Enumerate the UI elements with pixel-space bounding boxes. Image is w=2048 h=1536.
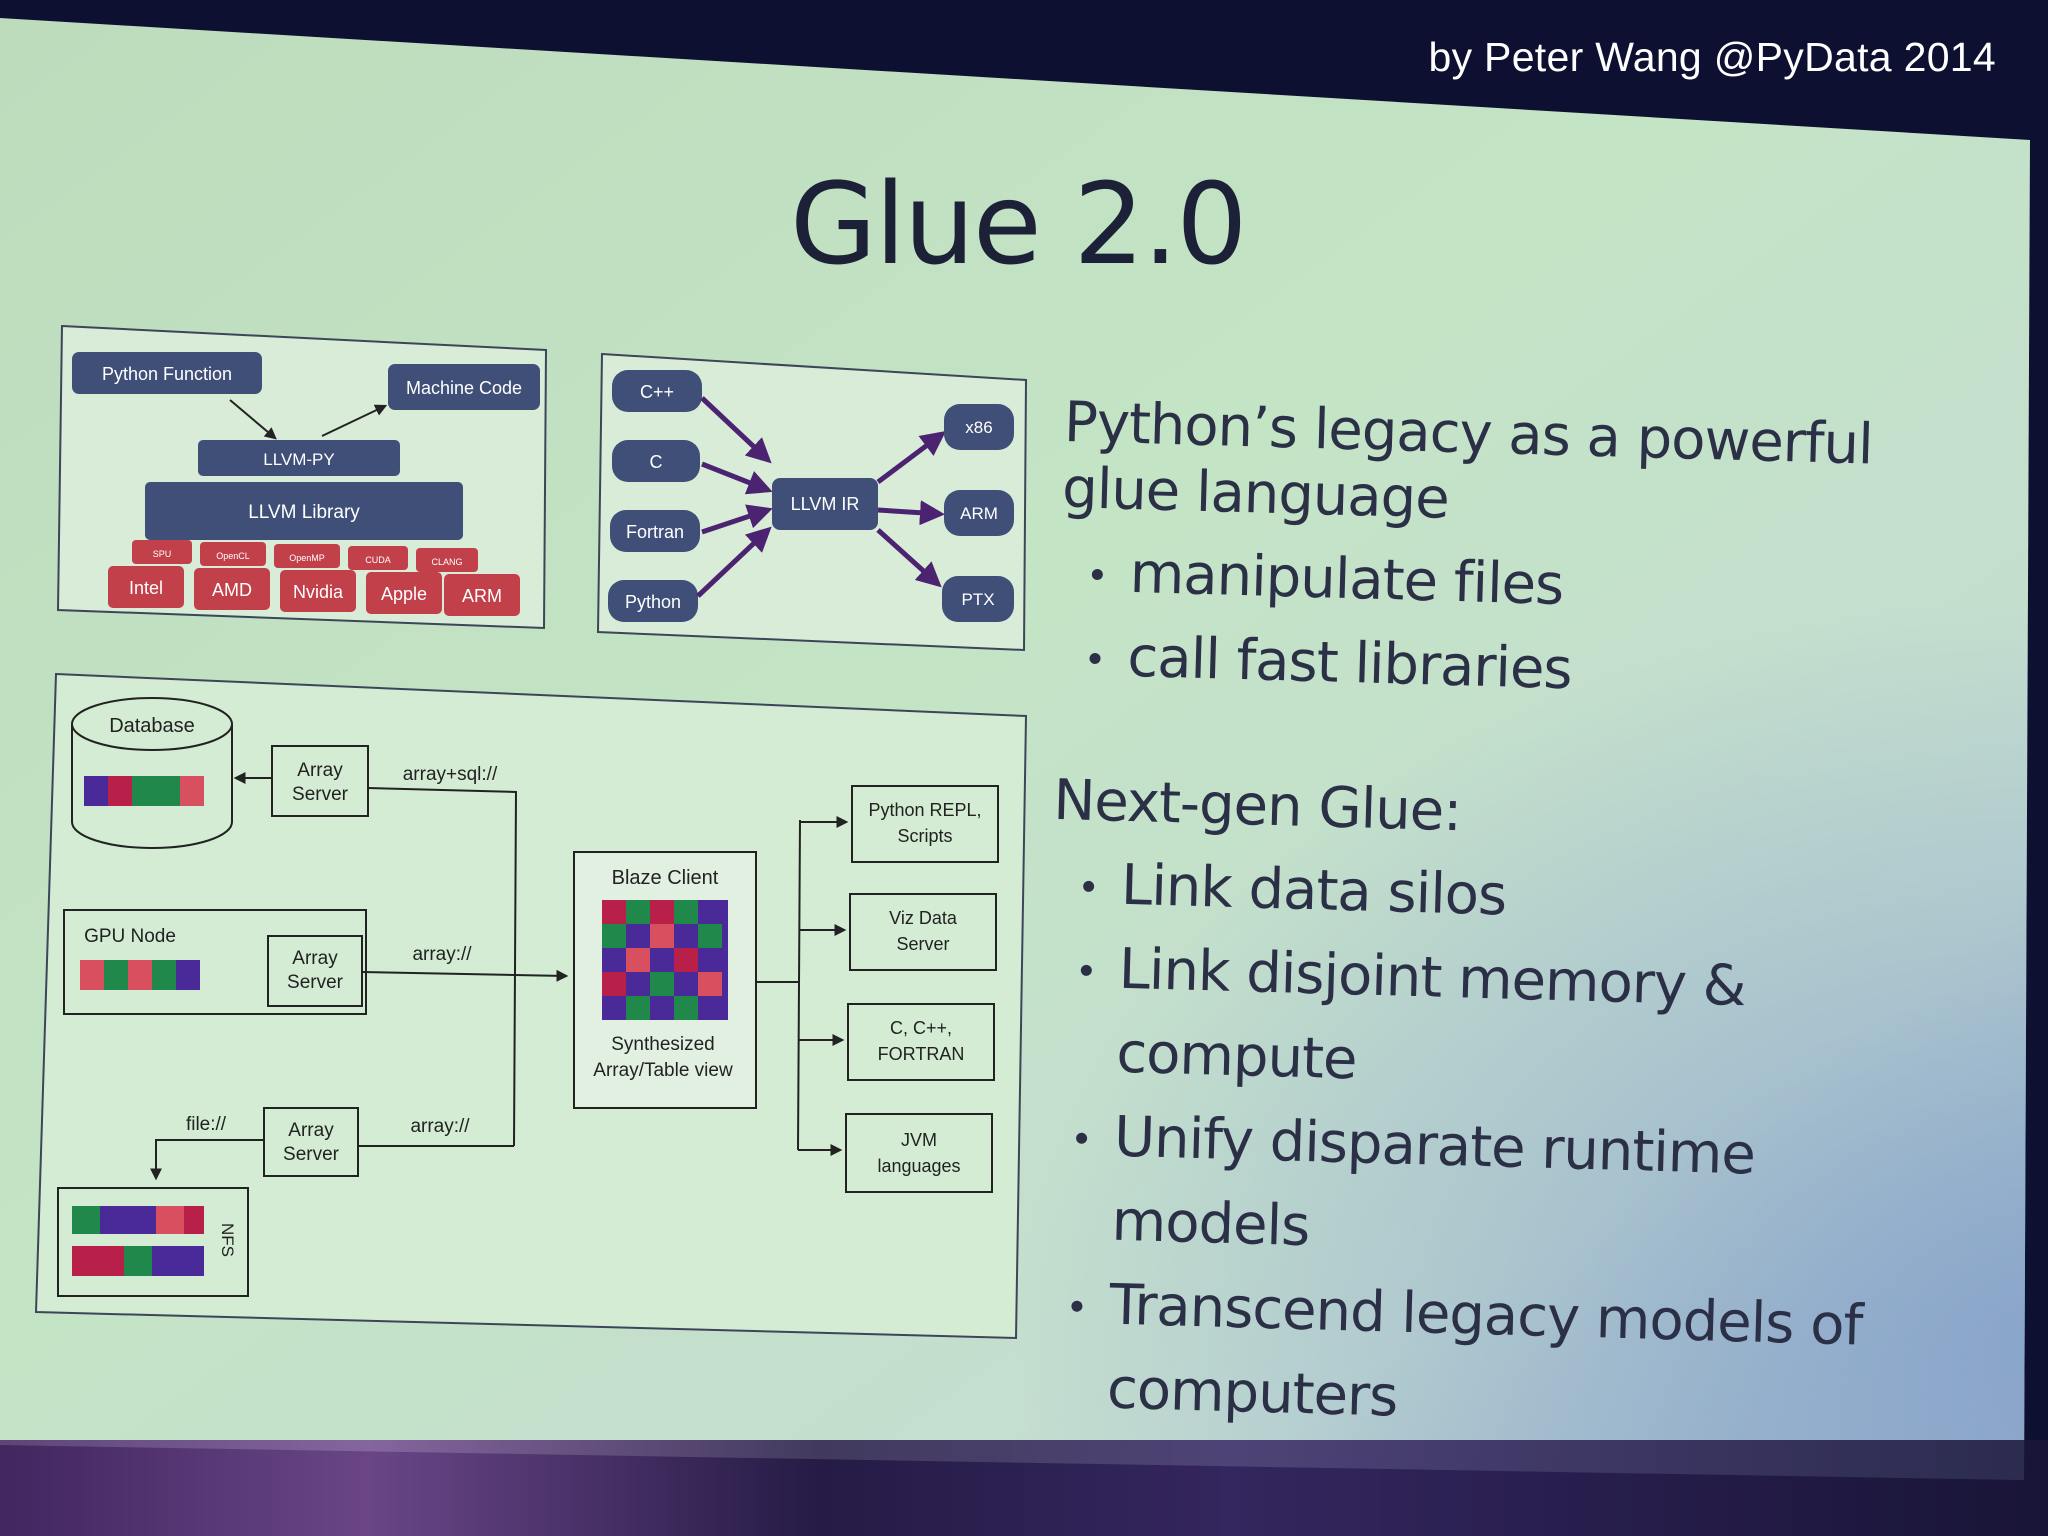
svg-text:CLANG: CLANG [431,557,462,567]
legacy-heading: Python’s legacy as a powerful glue langu… [1061,390,1874,532]
svg-text:Viz Data: Viz Data [889,908,958,928]
stage-lights [0,1440,2048,1536]
python-function-label: Python Function [102,364,232,384]
svg-text:Nvidia: Nvidia [293,582,344,602]
svg-text:Scripts: Scripts [897,826,952,846]
svg-text:x86: x86 [965,418,992,437]
llvm-ir-diagram: C++ C Fortran Python LLVM IR x86 ARM PTX [596,352,1028,652]
svg-text:Fortran: Fortran [626,522,684,542]
svg-text:array+sql://: array+sql:// [403,764,498,785]
llvm-py-box [198,440,400,476]
svg-text:LLVM IR: LLVM IR [791,494,860,514]
small-target-boxes: SPU OpenCL OpenMP CUDA CLANG [132,540,478,572]
database-label: Database [109,715,195,737]
llvm-py-label: LLVM-PY [263,450,335,469]
photo-credit: by Peter Wang @PyData 2014 [1428,34,1996,80]
synthesized-grid [602,900,728,1020]
llvm-library-box [145,482,463,540]
svg-text:PTX: PTX [961,590,994,609]
svg-text:array://: array:// [410,1116,470,1137]
svg-text:FORTRAN: FORTRAN [878,1044,965,1064]
svg-text:NFS: NFS [218,1223,237,1257]
bullet-item: Link disjoint memory & compute [1115,928,1949,1119]
python-function-box [72,352,262,394]
legacy-list: manipulate files call fast libraries [1056,530,1960,723]
llvm-ir-box [772,478,878,530]
svg-text:Blaze Client: Blaze Client [612,867,719,889]
svg-text:Server: Server [287,972,344,993]
svg-text:OpenMP: OpenMP [289,553,325,563]
svg-text:Server: Server [292,784,349,805]
blaze-diagram: Database Array Server array+sql:// GPU N… [34,672,1028,1340]
svg-text:ARM: ARM [960,504,998,523]
svg-text:Array/Table view: Array/Table view [593,1060,733,1081]
svg-text:SPU: SPU [153,549,172,559]
database-cylinder: Database [71,697,233,849]
svg-text:GPU Node: GPU Node [84,926,176,947]
svg-text:C, C++,: C, C++, [890,1018,952,1038]
llvm-library-label: LLVM Library [248,502,360,523]
svg-text:JVM: JVM [901,1130,937,1150]
svg-text:C: C [650,452,663,472]
svg-text:Python: Python [625,592,681,612]
bullet-item: Unify disparate runtime models [1111,1096,1945,1287]
nextgen-list: Link data silos Link disjoint memory & c… [1036,842,1952,1455]
svg-text:Array: Array [292,948,338,969]
svg-text:languages: languages [877,1156,960,1176]
svg-text:Array: Array [297,760,343,781]
machine-code-label: Machine Code [406,378,522,398]
svg-text:Array: Array [288,1120,334,1141]
svg-text:file://: file:// [186,1114,227,1135]
svg-text:C++: C++ [640,382,674,402]
svg-text:ARM: ARM [462,586,502,606]
svg-text:CUDA: CUDA [365,555,391,565]
svg-text:Server: Server [283,1144,340,1165]
svg-text:Apple: Apple [381,584,427,604]
bullet-item: Transcend legacy models of computers [1106,1264,1940,1455]
slide-bullets: Python’s legacy as a powerful glue langu… [1036,390,1965,1455]
svg-text:Intel: Intel [129,578,163,598]
svg-text:Server: Server [896,934,949,954]
svg-text:Synthesized: Synthesized [611,1034,715,1055]
slide-title: Glue 2.0 [790,160,1248,290]
vendor-boxes: Intel AMD Nvidia Apple ARM [108,566,520,616]
svg-text:OpenCL: OpenCL [216,551,250,561]
svg-text:Python REPL,: Python REPL, [868,800,981,820]
svg-text:array://: array:// [412,944,472,965]
machine-code-box [388,364,540,410]
llvmpy-diagram: Python Function Machine Code LLVM-PY LLV… [56,324,548,630]
svg-text:AMD: AMD [212,580,252,600]
